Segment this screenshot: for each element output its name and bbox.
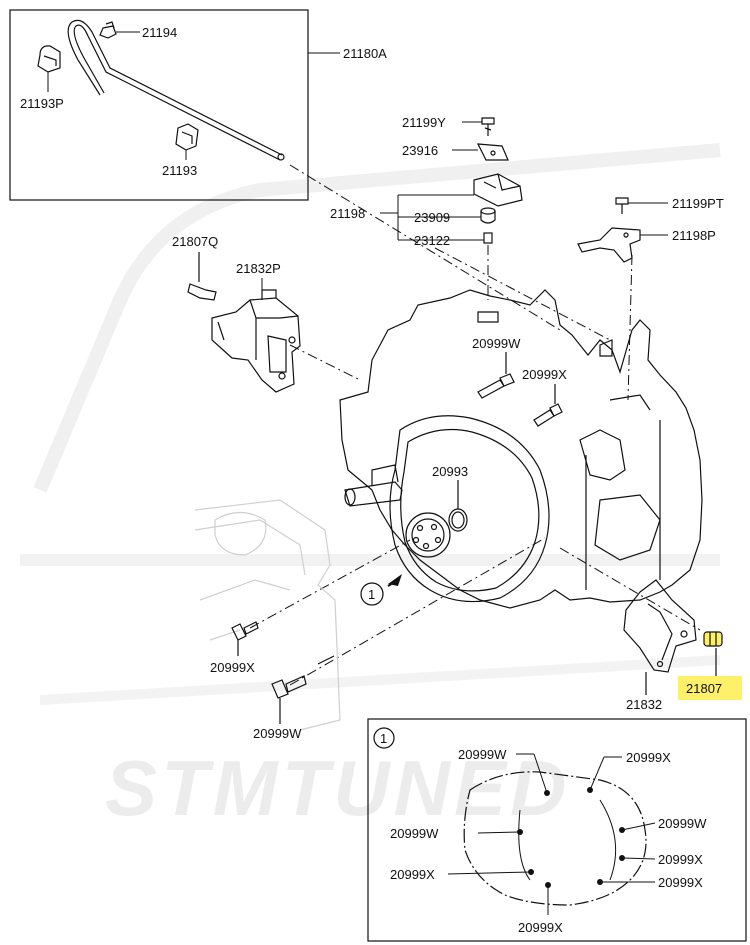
inset-box-pipe	[9, 9, 309, 201]
bracket-21193	[175, 123, 199, 151]
callout-21807: 21807	[686, 681, 722, 696]
bolt-21199PT	[615, 197, 629, 214]
o-ring-20993	[448, 480, 468, 532]
detail-label-1: 20999X	[626, 750, 671, 765]
bolt-21807Q	[187, 252, 217, 301]
bolt-20999W-top	[477, 352, 515, 399]
callout-20993: 20993	[432, 464, 468, 479]
detail-label-2: 20999W	[390, 826, 439, 841]
clamp-21193P	[37, 45, 61, 73]
callout-20999W-top: 20999W	[472, 336, 521, 351]
callout-23916: 23916	[402, 143, 438, 158]
dash-guides	[249, 164, 701, 686]
bracket-23916	[476, 143, 509, 161]
collar-23122	[483, 232, 493, 244]
callout-23122: 23122	[414, 233, 450, 248]
detail-housing-outline	[463, 771, 647, 906]
leaders-right-top	[628, 202, 668, 236]
detail-label-4: 20999X	[658, 852, 703, 867]
callout-21193P: 21193P	[20, 96, 64, 111]
mount-21832P	[211, 289, 301, 393]
callout-21807Q: 21807Q	[172, 234, 218, 249]
detail-label-7: 20999X	[518, 920, 563, 935]
watermark: STMTUNED	[20, 143, 721, 832]
transmission-housing	[339, 289, 703, 609]
detail-label-6: 20999X	[658, 875, 703, 890]
mount-21198	[473, 173, 523, 207]
reference-marker-1-text: 1	[368, 587, 375, 602]
leaders-inset	[47, 31, 340, 160]
callout-21180A: 21180A	[343, 46, 387, 61]
detail-inset: 1 20999W 2099	[367, 718, 747, 942]
callout-21199Y: 21199Y	[402, 115, 446, 130]
detail-label-5: 20999X	[390, 867, 435, 882]
callout-21198: 21198	[330, 206, 365, 221]
oil-pipe-21180A	[67, 19, 285, 161]
detail-inset-box	[367, 718, 747, 942]
callout-23909: 23909	[414, 210, 450, 225]
bolt-20999W-left	[271, 655, 335, 724]
callout-21832P: 21832P	[236, 261, 281, 276]
clip-21194	[99, 21, 117, 39]
bolt-21199Y	[481, 117, 495, 136]
callout-21198P: 21198P	[672, 228, 716, 243]
detail-ref-text: 1	[380, 731, 387, 746]
bolt-20999X-left	[231, 621, 259, 656]
bushing-23909	[480, 207, 496, 224]
leaders-mount-top	[380, 121, 484, 241]
watermark-text: STMTUNED	[105, 744, 570, 832]
callout-20999W-left: 20999W	[253, 726, 302, 741]
callout-21832: 21832	[626, 697, 662, 712]
reference-marker-1: 1	[360, 574, 402, 606]
bracket-21198P	[577, 227, 641, 263]
callout-21199PT: 21199PT	[672, 196, 724, 211]
mount-21832	[623, 579, 697, 695]
engine-block-outline	[194, 499, 341, 731]
callout-21194: 21194	[142, 25, 177, 40]
highlight-21807	[678, 676, 742, 700]
detail-label-0: 20999W	[458, 747, 507, 762]
bolt-21807	[703, 631, 723, 676]
bolt-20999X-top	[533, 384, 563, 427]
detail-label-3: 20999W	[658, 816, 707, 831]
callout-21193: 21193	[162, 163, 197, 178]
callout-20999X-top: 20999X	[522, 367, 567, 382]
callout-20999X-left: 20999X	[210, 660, 255, 675]
